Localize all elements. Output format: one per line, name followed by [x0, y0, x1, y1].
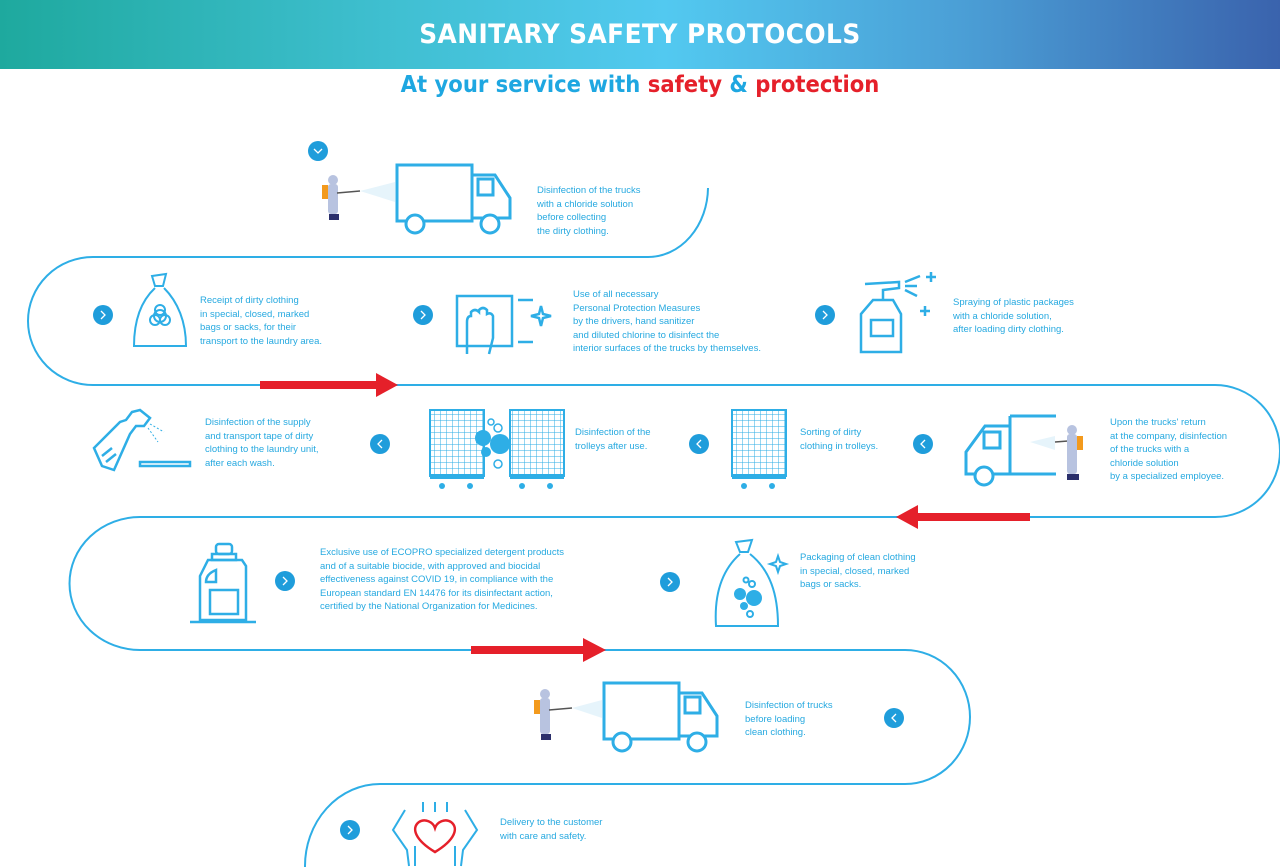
direction-arrows — [260, 373, 1030, 662]
chevron-down-icon — [313, 148, 323, 154]
page-title: SANITARY SAFETY PROTOCOLS — [419, 19, 861, 50]
step-9-nav-button[interactable] — [275, 571, 295, 591]
step-5-nav-button[interactable] — [913, 434, 933, 454]
step-11-nav-button[interactable] — [884, 708, 904, 728]
step-7-text: Disinfection of the trolleys after use. — [575, 427, 651, 452]
step-12-nav-button[interactable] — [340, 820, 360, 840]
step-2-nav-button[interactable] — [93, 305, 113, 325]
clean-bag-icon — [714, 538, 790, 627]
trolleys-bubbles-icon — [429, 409, 565, 489]
truck-spray-icon — [534, 681, 719, 753]
truck-spray-icon — [322, 163, 512, 235]
step-7-nav-button[interactable] — [370, 434, 390, 454]
step-3-text: Use of all necessary Personal Protection… — [573, 289, 761, 354]
step-4-nav-button[interactable] — [815, 305, 835, 325]
spray-conveyor-icon — [92, 408, 192, 472]
detergent-bottle-icon — [190, 542, 256, 624]
step-1-nav-button[interactable] — [308, 141, 328, 161]
step-5-text: Upon the trucks' return at the company, … — [1110, 417, 1228, 482]
trolley-icon — [731, 409, 787, 489]
chevron-right-icon — [822, 310, 828, 320]
glove-wipe-icon — [455, 294, 552, 355]
chevron-right-icon — [100, 310, 106, 320]
step-6-nav-button[interactable] — [689, 434, 709, 454]
chevron-left-icon — [377, 439, 383, 449]
step-10-nav-button[interactable] — [660, 572, 680, 592]
chevron-left-icon — [891, 713, 897, 723]
spray-bottle-icon — [859, 272, 936, 354]
chevron-right-icon — [282, 576, 288, 586]
chevron-left-icon — [920, 439, 926, 449]
step-1-text: Disinfection of the trucks with a chlori… — [537, 185, 641, 237]
chevron-right-icon — [667, 577, 673, 587]
header-banner: SANITARY SAFETY PROTOCOLS — [0, 0, 1280, 69]
step-8-text: Disinfection of the supply and transport… — [205, 417, 319, 469]
hands-heart-icon — [391, 802, 479, 867]
step-12-text: Delivery to the customer with care and s… — [500, 817, 603, 842]
page-subtitle: At your service with safety & protection — [400, 72, 880, 98]
step-3-nav-button[interactable] — [413, 305, 433, 325]
chevron-left-icon — [696, 439, 702, 449]
step-6-text: Sorting of dirty clothing in trolleys. — [800, 427, 879, 452]
step-4-text: Spraying of plastic packages with a chlo… — [953, 297, 1074, 335]
step-10-text: Packaging of clean clothing in special, … — [800, 552, 916, 590]
step-9-text: Exclusive use of ECOPRO specialized dete… — [320, 547, 564, 612]
step-2-text: Receipt of dirty clothing in special, cl… — [200, 295, 322, 347]
biohazard-bag-icon — [132, 272, 188, 347]
chevron-right-icon — [347, 825, 353, 835]
chevron-right-icon — [420, 310, 426, 320]
truck-return-spray-icon — [964, 414, 1083, 487]
step-11-text: Disinfection of trucks before loading cl… — [745, 700, 833, 738]
